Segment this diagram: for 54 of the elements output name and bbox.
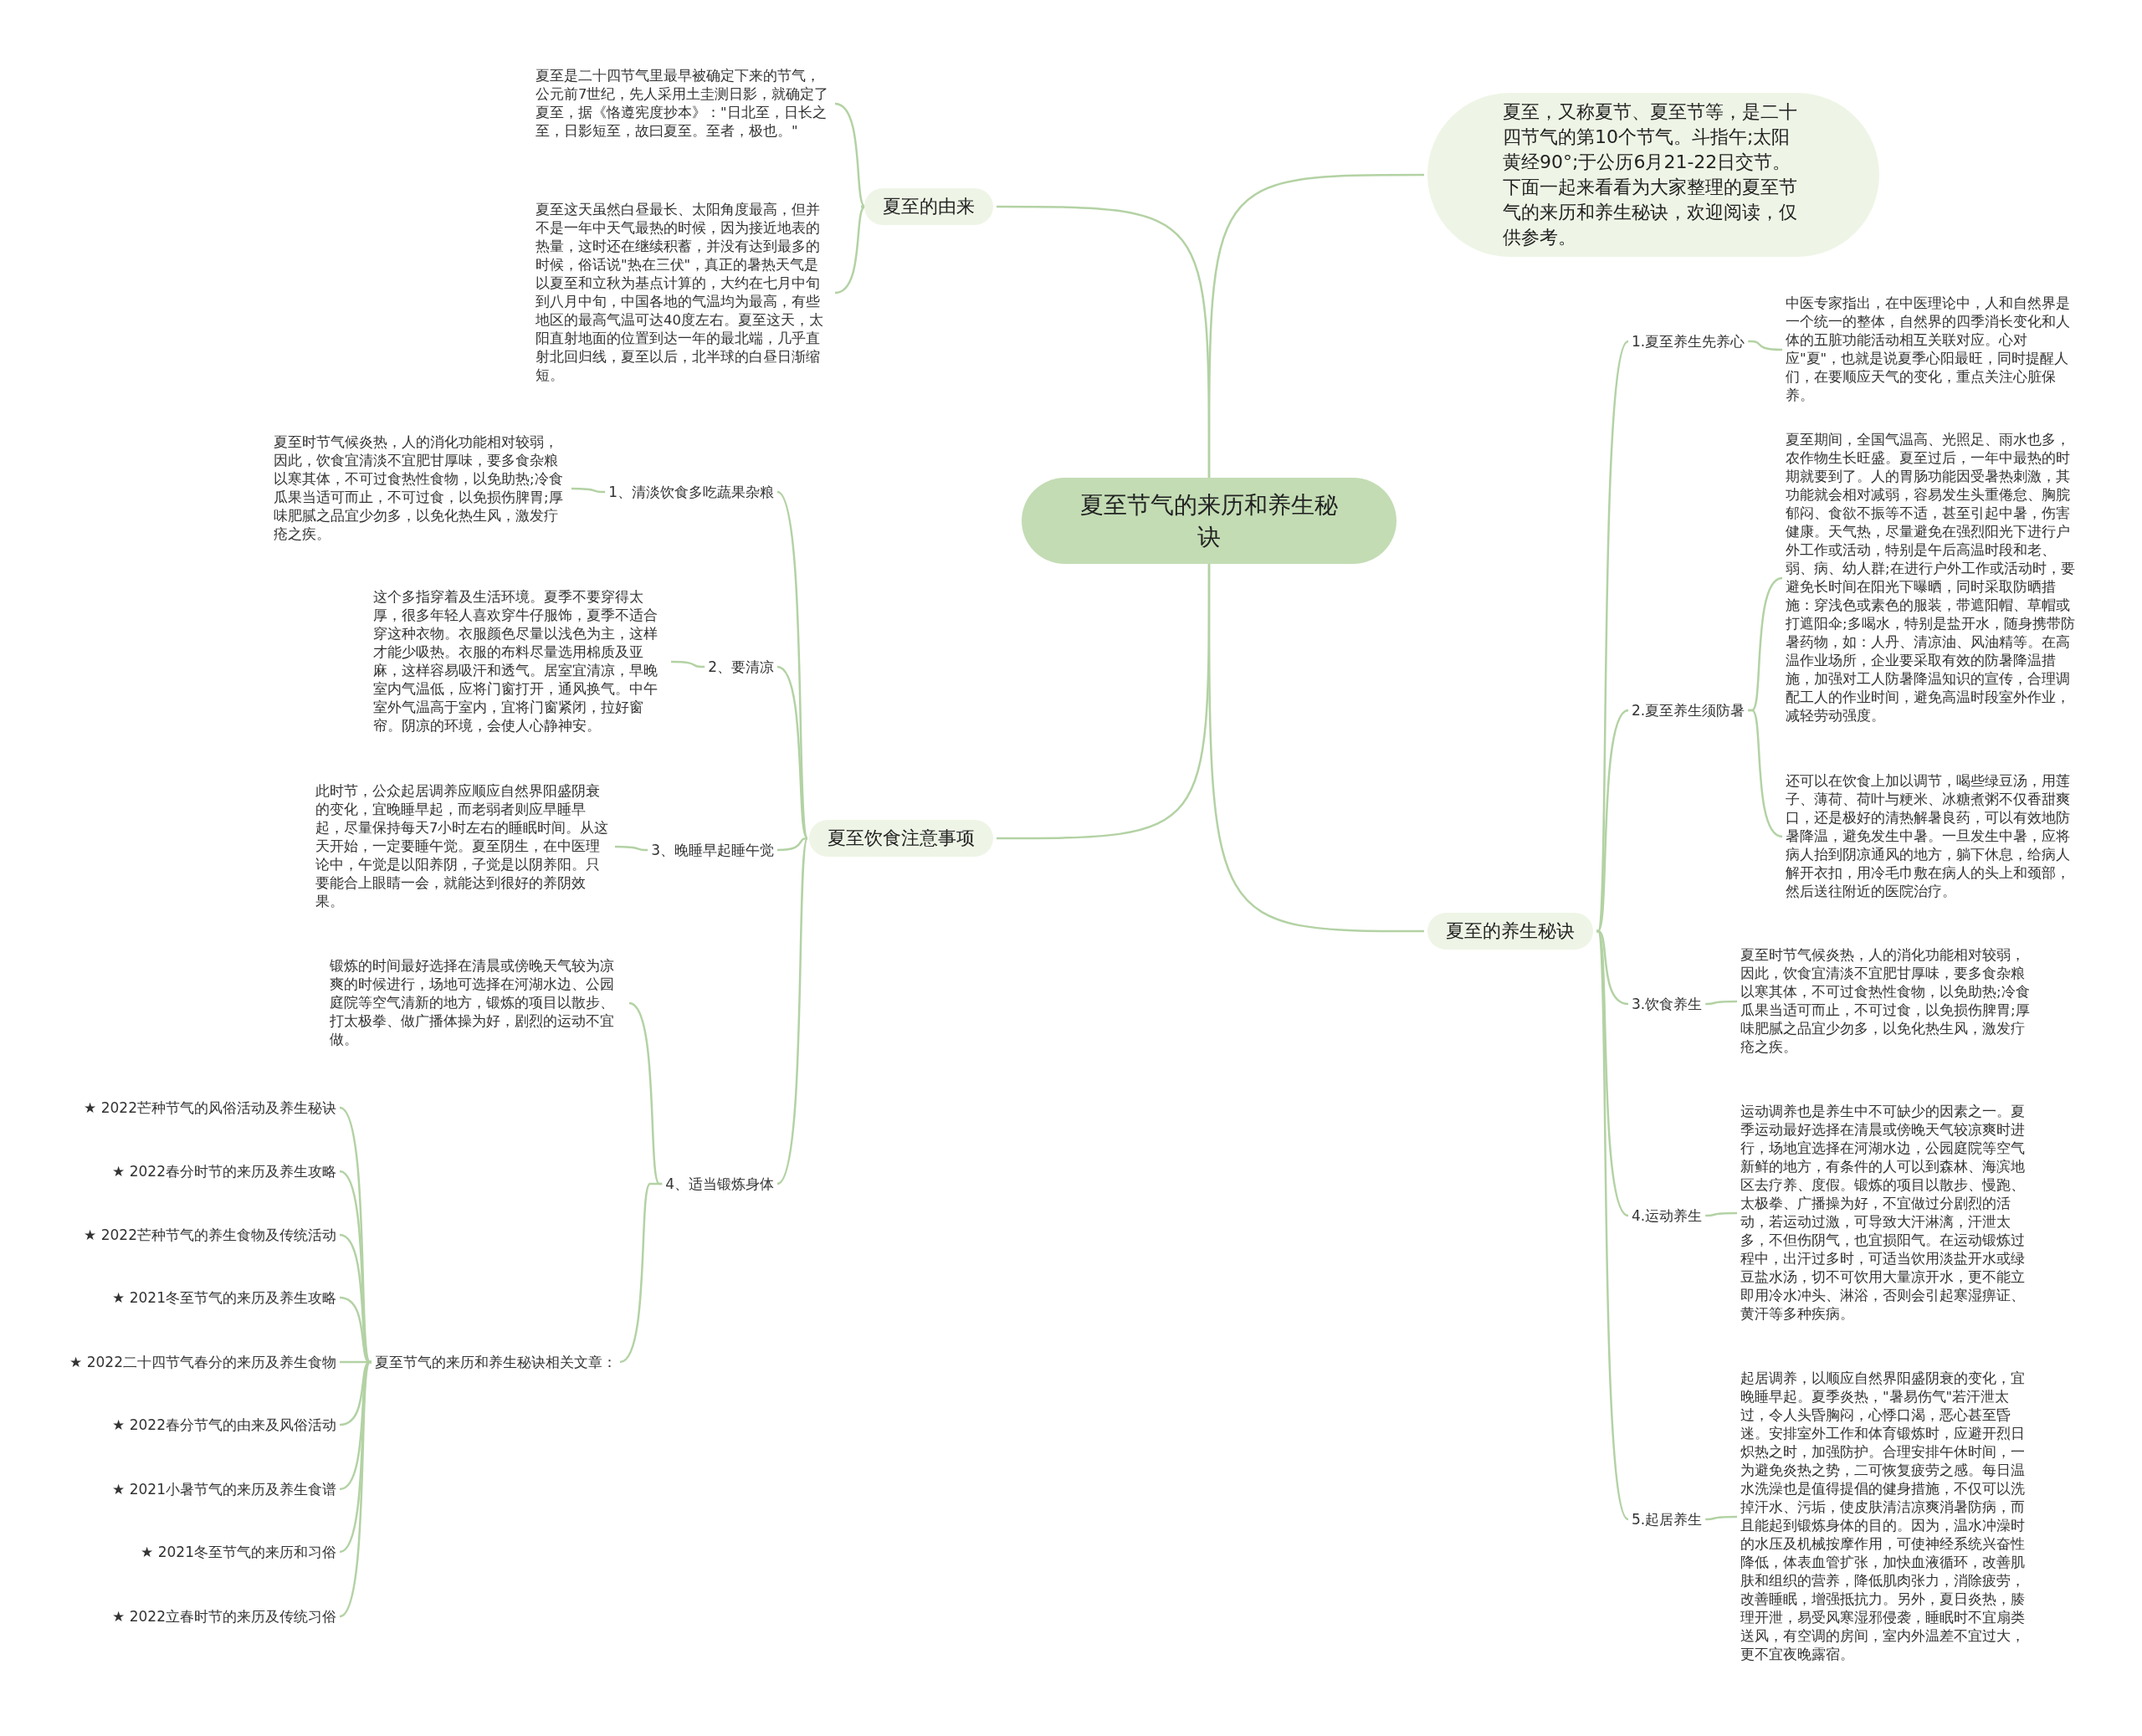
- topic-box: 夏至饮食注意事项: [809, 820, 993, 857]
- connector-line: [997, 205, 1211, 478]
- connector-line: [1207, 564, 1424, 933]
- note-text: 夏至这天虽然白昼最长、太阳角度最高，但并不是一年中天气最热的时候，因为接近地表的热量，这时还在继续积蓄，并没有达到最多的时候，俗话说"热在三伏"，真正的暑热天气是以夏至和立秋为基点计算的，大约在七月中旬到八月中旬，中国各地的气温均为最高，有些地区的最高气温可达40度左右。夏至这天，太阳直射地面的位置到达一年的最北端，几乎直射北回归线，夏至以后，北半球的白昼日渐缩短。: [536, 201, 832, 385]
- note-text: 夏至是二十四节气里最早被确定下来的节气，公元前7世纪，先人采用土圭测日影，就确定了夏至，据《恪遵宪度抄本》："日北至，日长之至，日影短至，故曰夏至。至者，极也。": [536, 67, 832, 141]
- subtopic-label: 3、晚睡早起睡午觉: [651, 840, 774, 860]
- connector-line: [1595, 929, 1630, 1520]
- topic-box: 夏至的由来: [864, 188, 993, 225]
- connector-line: [1748, 340, 1783, 351]
- subtopic-label: 5.起居养生: [1632, 1509, 1703, 1529]
- note-text: 起居调养，以顺应自然界阳盛阴衰的变化，宜晚睡早起。夏季炎热，"暑易伤气"若汗泄太过，令人头昏胸闷，心悸口渴，恶心甚至昏迷。安排室外工作和体育锻炼时，应避开烈日炽热之时，加强防护。合理安排午休时间，一为避免炎热之势，二可恢复疲劳之感。每日温水洗澡也是值得提倡的健身措施，不仅可以洗掉汗水、污垢，使皮肤清洁凉爽消暑防病，而且能起到锻炼身体的目的。因为，温水冲澡时的水压及机械按摩作用，可使神经系统兴奋性降低，体表血管扩张，加快血液循环，改善肌肤和组织的营养，降低肌肉张力，消除疲劳，改善睡眠，增强抵抗力。另外，夏日炎热，腠理开泄，易受风寒湿邪侵袭，睡眠时不宜扇类送风，有空调的房间，室内外温差不宜过大，更不宜夜晚露宿。: [1740, 1370, 2037, 1664]
- connector-line: [619, 1182, 663, 1364]
- connector-line: [1705, 1211, 1737, 1217]
- article-link-text: ★ 2021小暑节气的来历及养生食谱: [112, 1479, 336, 1499]
- connector-line: [1596, 709, 1629, 933]
- intro-bubble: 夏至，又称夏节、夏至节等，是二十四节气的第10个节气。斗指午;太阳黄经90°;于公历6月21-22日交节。下面一起来看看为大家整理的夏至节气的来历和养生秘诀，欢迎阅读，仅供参考。: [1427, 93, 1879, 257]
- subtopic-label: 4.运动养生: [1632, 1206, 1703, 1226]
- note-text: 此时节，公众起居调养应顺应自然界阳盛阴衰的变化，宜晚睡早起，而老弱者则应早睡早起，尽量保持每天7小时左右的睡眠时间。从这天开始，一定要睡午觉。夏至阴生，在中医理论中，午觉是以阳养阴，子觉是以阴养阳。只要能合上眼睛一会，就能达到很好的养阴效果。: [315, 782, 612, 911]
- article-link-text: ★ 2022春分节气的由来及风俗活动: [112, 1415, 336, 1435]
- connector-line: [671, 660, 705, 668]
- article-link-text: ★ 2022芒种节气的养生食物及传统活动: [84, 1225, 336, 1245]
- note-text: 中医专家指出，在中医理论中，人和自然界是一个统一的整体，自然界的四季消长变化和人体的五脏功能活动相互关联对应。心对应"夏"，也就是说夏季心阳最旺，同时提醒人们，在要顺应天气的变化，重点关注心脏保养。: [1786, 294, 2080, 405]
- connector-line: [776, 837, 809, 1185]
- article-link-text: ★ 2021冬至节气的来历和习俗: [141, 1542, 336, 1562]
- note-text: 锻炼的时间最好选择在清晨或傍晚天气较为凉爽的时候进行，场地可选择在河湖水边、公园庭院等空气清新的地方，锻炼的项目以散步、打太极拳、做广播体操为好，剧烈的运动不宜做。: [330, 957, 626, 1049]
- connector-line: [339, 1233, 372, 1364]
- subtopic-label: 4、适当锻炼身体: [665, 1174, 774, 1194]
- connector-line: [615, 845, 648, 852]
- connector-line: [571, 487, 606, 494]
- connector-line: [1748, 709, 1783, 838]
- note-text: 这个多指穿着及生活环境。夏季不要穿得太厚，很多年轻人喜欢穿牛仔服饰，夏季不适合穿这种衣物。衣服颜色尽量以浅色为主，这样才能少吸热。衣服的布料尽量选用棉质及亚麻，这样容易吸汗和透气。居室宜清凉，早晚室内气温低，应将门窗打开，通风换气。中午室外气温高于室内，宜将门窗紧闭，拉好窗帘。阴凉的环境，会使人心静神安。: [373, 588, 668, 735]
- topic-box: 夏至的养生秘诀: [1427, 913, 1593, 950]
- subtopic-label: 1、清淡饮食多吃蔬果杂粮: [608, 482, 774, 502]
- connector-line: [1705, 1000, 1737, 1006]
- subtopic-label: 2、要清凉: [708, 657, 774, 677]
- subtopic-label: 夏至节气的来历和养生秘诀相关文章：: [375, 1352, 617, 1372]
- connector-line: [776, 665, 809, 840]
- central-topic: 夏至节气的来历和养生秘诀: [1022, 478, 1396, 564]
- article-link-text: ★ 2021冬至节气的来历及养生攻略: [112, 1288, 336, 1308]
- note-text: 还可以在饮食上加以调节，喝些绿豆汤，用莲子、薄荷、荷叶与粳米、冰糖煮粥不仅香甜爽口，还是极好的清热解暑良药，可以有效地防暑降温，避免发生中暑。一旦发生中暑，应将病人抬到阴凉通风的地方，躺下休息，给病人解开衣扣，用冷毛巾敷在病人的头上和颈部，然后送往附近的医院治疗。: [1786, 772, 2080, 901]
- note-text: 夏至期间，全国气温高、光照足、雨水也多，农作物生长旺盛。夏至过后，一年中最热的时期就要到了。人的胃肠功能因受暑热刺激，其功能就会相对减弱，容易发生头重倦怠、胸脘郁闷、食欲不振等不适，甚至引起中暑，伤害健康。天气热，尽量避免在强烈阳光下进行户外工作或活动，特别是午后高温时段和老、弱、病、幼人群;在进行户外工作或活动时，要避免长时间在阳光下曝晒，同时采取防晒措施：穿浅色或素色的服装，带遮阳帽、草帽或打遮阳伞;多喝水，特别是盐开水，随身携带防暑药物，如：人丹、清凉油、风油精等。在高温作业场所，企业要采取有效的防暑降温措施，加强对工人防暑降温知识的宣传，合理调配工人的作业时间，避免高温时段室外作业，减轻劳动强度。: [1786, 431, 2080, 725]
- note-text: 夏至时节气候炎热，人的消化功能相对较弱，因此，饮食宜清淡不宜肥甘厚味，要多食杂粮以寒其体，不可过食热性食物，以免助热;冷食瓜果当适可而止，不可过食，以免损伤脾胃;厚味肥腻之品宜少勿多，以免化热生风，激发疔疮之疾。: [274, 433, 568, 544]
- article-link-text: ★ 2022二十四节气春分的来历及养生食物: [69, 1352, 336, 1372]
- article-link-text: ★ 2022芒种节气的风俗活动及养生秘诀: [84, 1098, 336, 1118]
- article-link-text: ★ 2022立春时节的来历及传统习俗: [112, 1606, 336, 1626]
- subtopic-label: 2.夏至养生须防暑: [1632, 700, 1745, 720]
- article-link-text: ★ 2022春分时节的来历及养生攻略: [112, 1161, 336, 1181]
- subtopic-label: 3.饮食养生: [1632, 994, 1703, 1014]
- note-text: 夏至时节气候炎热，人的消化功能相对较弱，因此，饮食宜清淡不宜肥甘厚味，要多食杂粮以寒其体，不可过食热性食物，以免助热;冷食瓜果当适可而止，不可过食，以免损伤脾胃;厚味肥腻之品宜少勿多，以免化热生风，激发疔疮之疾。: [1740, 946, 2037, 1057]
- note-text: 运动调养也是养生中不可缺少的因素之一。夏季运动最好选择在清晨或傍晚天气较凉爽时进行，场地宜选择在河湖水边，公园庭院等空气新鲜的地方，有条件的人可以到森林、海滨地区去疗养、度假。锻炼的项目以散步、慢跑、太极拳、广播操为好，不宜做过分剧烈的活动，若运动过激，可导致大汗淋漓，汗泄太多，不但伤阴气，也宜损阳气。在运动锻炼过程中，出汗过多时，可适当饮用淡盐开水或绿豆盐水汤，切不可饮用大量凉开水，更不能立即用冷水冲头、淋浴，否则会引起寒湿痹证、黄汗等多种疾病。: [1740, 1103, 2037, 1324]
- subtopic-label: 1.夏至养生先养心: [1632, 331, 1745, 351]
- connector-line: [1705, 1515, 1737, 1521]
- connector-line: [776, 491, 809, 840]
- connector-line: [339, 1360, 372, 1617]
